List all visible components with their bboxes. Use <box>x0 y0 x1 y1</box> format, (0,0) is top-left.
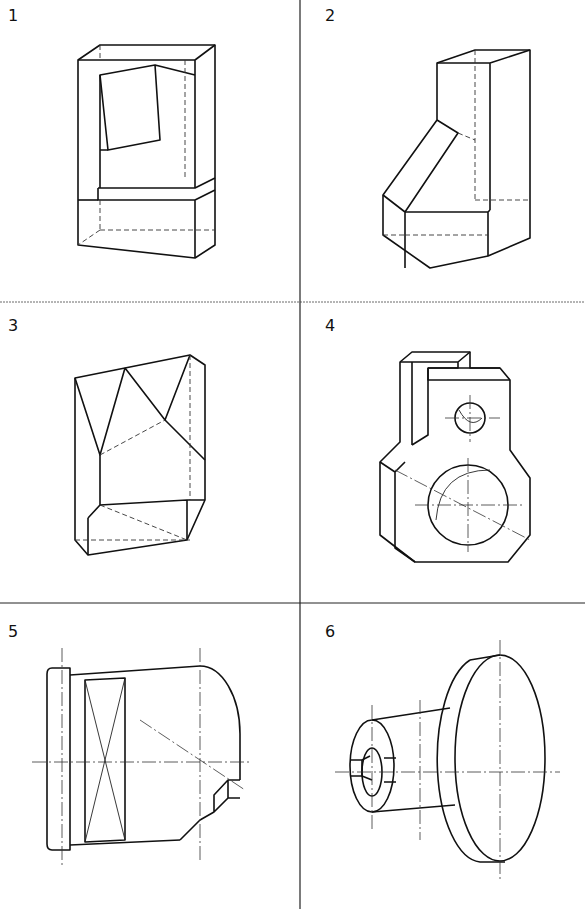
part-5-drawing <box>32 648 250 865</box>
part-6-drawing <box>335 640 560 880</box>
part-4-drawing <box>380 352 530 562</box>
panel-number: 1 <box>8 8 18 24</box>
part-1-drawing <box>78 45 215 258</box>
panel-number: 5 <box>8 624 18 640</box>
panel-number: 3 <box>8 318 18 334</box>
panel-number: 2 <box>325 8 335 24</box>
panel-number: 6 <box>325 624 335 640</box>
part-3-drawing <box>75 355 205 555</box>
part-2-drawing <box>383 50 530 268</box>
panel-number: 4 <box>325 318 335 334</box>
